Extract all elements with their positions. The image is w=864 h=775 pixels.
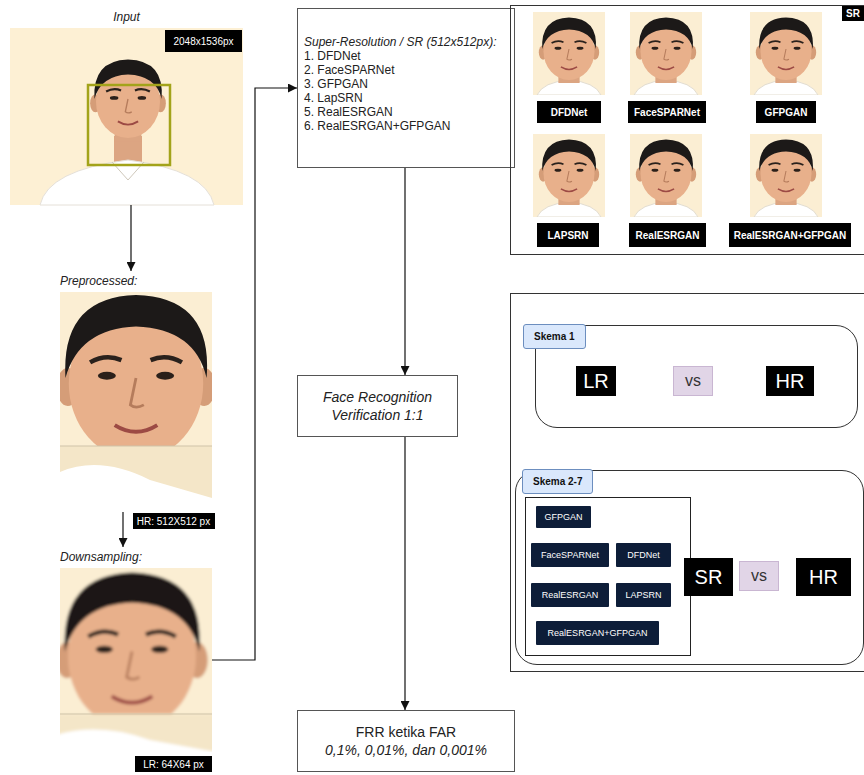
photo-strip (60, 714, 212, 752)
versus-tag: vs (673, 366, 713, 396)
method-tag: DFDNet (537, 101, 601, 123)
photo-seam (60, 714, 212, 715)
image-tag: HR (766, 366, 814, 396)
label-text: Face Recognition Verification 1:1 (304, 388, 451, 424)
connector-arrow (404, 437, 405, 710)
lr-photo: Downsampling:LR: 64X64 px (60, 568, 212, 752)
label-text: SR (842, 6, 864, 21)
scheme-panel (511, 294, 864, 672)
photo-seam (60, 446, 212, 447)
hr-photo-art (60, 292, 212, 512)
image-tag: SR (684, 558, 733, 596)
label-text: SR (695, 566, 723, 589)
sr-face-thumb (533, 134, 605, 217)
label-text: 6. RealESRGAN+GFPGAN (304, 119, 508, 133)
label-text: 3. GFPGAN (304, 77, 508, 91)
label-text: HR (809, 566, 838, 589)
label-text: 4. LapSRN (304, 91, 508, 105)
label-text: Skema 1 (523, 324, 586, 349)
size-badge: HR: 512X512 px (133, 513, 215, 529)
sr-face-thumb (750, 134, 822, 217)
method-tag: FaceSPARNet (628, 101, 706, 123)
image-tag: LR (576, 366, 616, 396)
sr-face-thumb (630, 12, 702, 95)
sr-face-thumb (630, 134, 702, 217)
label-text: GFPGAN (544, 512, 582, 522)
photo-background (60, 568, 212, 752)
label-text: HR (776, 370, 805, 393)
connector-arrow (212, 88, 297, 660)
shirt (40, 160, 214, 205)
hr-photo: Preprocessed:HR: 512X512 px (60, 292, 212, 512)
method-list-box: Super-Resolution / SR (512x512px):1. DFD… (297, 8, 515, 168)
label-text: FaceSPARNet (634, 107, 700, 118)
method-tag: DFDNet (616, 543, 671, 567)
image-tag: HR (796, 558, 851, 596)
label-text: DFDNet (551, 107, 588, 118)
label-text: HR: 512X512 px (137, 516, 210, 527)
label-text: RealESRGAN+GFPGAN (734, 230, 847, 241)
label-text: Downsampling: (60, 550, 212, 564)
method-tag: GFPGAN (756, 101, 816, 123)
shirt (60, 465, 212, 512)
method-tag: GFPGAN (536, 506, 591, 528)
result-box: FRR ketika FAR0,1%, 0,01%, dan 0,001% (297, 710, 515, 772)
method-tag: RealESRGAN (531, 583, 609, 607)
label-text: RealESRGAN+GFPGAN (548, 628, 648, 638)
label-text: 2048x1536px (173, 36, 233, 47)
label-text: LR: 64X64 px (143, 759, 204, 770)
shirt (60, 730, 212, 752)
face-drawing (90, 60, 166, 142)
label-text: RealESRGAN (542, 590, 599, 600)
scheme-box: Skema 2-7GFPGAN FaceSPARNet DFDNetRealESRG… (515, 470, 864, 665)
method-group-box (526, 498, 691, 656)
lr-photo-art (60, 568, 212, 752)
label-text: Preprocessed: (60, 274, 212, 288)
label-text: DFDNet (627, 550, 660, 560)
input-photo: Input2048x1536px (10, 28, 243, 205)
label-text: Super-Resolution / SR (512x512px): (304, 35, 508, 49)
connector-arrow (404, 168, 405, 375)
label-text: FRR ketika FAR (356, 723, 456, 741)
sr-face-thumb (750, 12, 822, 95)
size-badge: 2048x1536px (165, 30, 242, 52)
input-photo-art (10, 28, 243, 205)
label-text: 1. DFDNet (304, 49, 508, 63)
scheme-box: Skema 1LRvsHR (535, 325, 858, 428)
label-text: LAPSRN (547, 230, 588, 241)
method-tag: RealESRGAN (629, 223, 706, 247)
detection-box (88, 85, 170, 165)
method-tag: RealESRGAN+GFPGAN (729, 223, 851, 247)
photo-background (10, 28, 243, 205)
label-text: RealESRGAN (636, 230, 700, 241)
label-text: LAPSRN (625, 590, 661, 600)
sr-result-panel: SR DFDNet FaceSPARNet GFPGAN LAPSRN RealESRGA… (510, 5, 864, 255)
method-tag: RealESRGAN+GFPGAN (536, 621, 659, 645)
label-text: LR (583, 370, 609, 393)
method-tag: FaceSPARNet (531, 543, 609, 567)
label-text: vs (685, 372, 701, 390)
size-badge: LR: 64X64 px (135, 756, 212, 772)
connector-arrow (130, 205, 131, 271)
label-text: 5. RealESRGAN (304, 105, 508, 119)
photo-strip (60, 446, 212, 512)
method-tag: LAPSRN (537, 223, 599, 247)
versus-tag: vs (739, 561, 779, 591)
label-text: vs (751, 567, 767, 585)
label-text: GFPGAN (765, 107, 808, 118)
label-text: FaceSPARNet (541, 550, 599, 560)
label-text: Input (10, 10, 243, 24)
connector-arrow (122, 512, 123, 547)
label-text: 0,1%, 0,01%, dan 0,001% (325, 741, 487, 759)
process-box: Face Recognition Verification 1:1 (297, 375, 458, 437)
label-text: 2. FaceSPARNet (304, 63, 508, 77)
face-drawing (60, 295, 212, 467)
method-tag: LAPSRN (616, 583, 671, 607)
face-drawing (60, 573, 208, 737)
label-text: Skema 2-7 (522, 469, 593, 494)
sr-face-thumb (533, 12, 605, 95)
